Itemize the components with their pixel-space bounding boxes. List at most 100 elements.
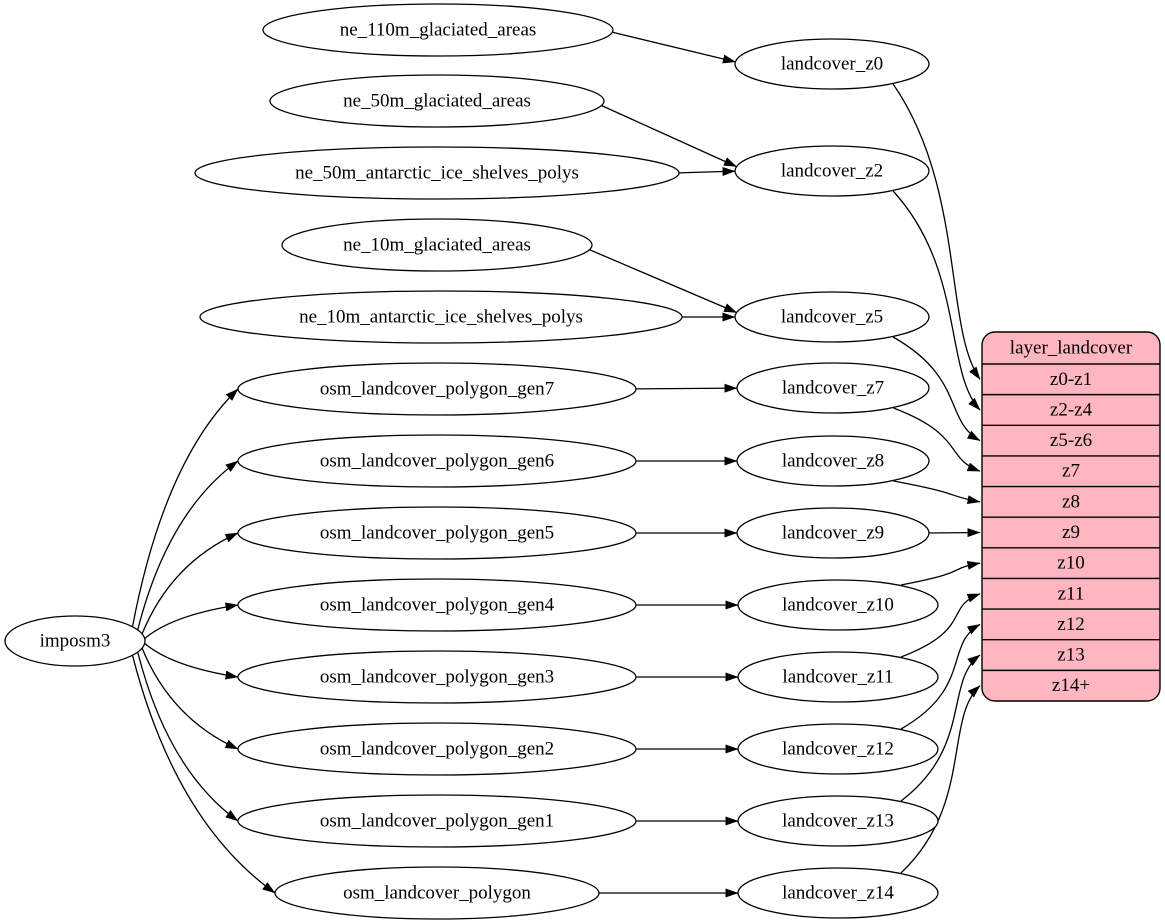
- edge-imposm3-osm_landcover_polygon_gen4: [144, 602, 239, 639]
- landcover_z7-label: landcover_z7: [782, 378, 884, 399]
- landcover_z13-label: landcover_z13: [782, 811, 894, 832]
- ne_110m_glaciated_areas-label: ne_110m_glaciated_areas: [340, 20, 537, 41]
- landcover_z12-label: landcover_z12: [782, 739, 894, 760]
- osm_landcover_polygon_gen4-ellipse: [237, 578, 637, 632]
- ne_10m_antarctic_ice_shelves_polys-label: ne_10m_antarctic_ice_shelves_polys: [299, 307, 583, 328]
- table-row-z14+: z14+: [1052, 675, 1090, 696]
- table-row-z2-z4: z2-z4: [1050, 399, 1093, 420]
- osm_landcover_polygon_gen7-label: osm_landcover_polygon_gen7: [320, 379, 554, 400]
- ne_110m_glaciated_areas-ellipse: [262, 3, 614, 57]
- edge-imposm3-osm_landcover_polygon_gen5: [141, 532, 239, 635]
- table-row-z9: z9: [1062, 522, 1080, 543]
- table-row-z5-z6: z5-z6: [1050, 430, 1092, 451]
- table-row-z12: z12: [1057, 614, 1084, 635]
- landcover_z0-ellipse: [734, 38, 930, 90]
- osm_landcover_polygon_gen5-ellipse: [237, 506, 637, 560]
- landcover_z5-ellipse: [734, 291, 930, 343]
- osm_landcover_polygon_gen3-label: osm_landcover_polygon_gen3: [320, 667, 554, 688]
- osm_landcover_polygon_gen2-ellipse: [237, 722, 637, 776]
- edge-imposm3-osm_landcover_polygon_gen7: [131, 388, 239, 627]
- edge-ne_110m_glaciated_areas-landcover_z0: [612, 31, 736, 64]
- node-osm_landcover_polygon_gen2: osm_landcover_polygon_gen2: [237, 722, 637, 776]
- edge-landcover_z0-z0-z1: [892, 83, 981, 380]
- edge-imposm3-osm_landcover_polygon_gen3: [144, 643, 239, 680]
- table-row-z0-z1: z0-z1: [1050, 369, 1092, 390]
- node-landcover_z8: landcover_z8: [736, 435, 930, 487]
- node-osm_landcover_polygon: osm_landcover_polygon: [274, 866, 600, 920]
- landcover_z10-label: landcover_z10: [782, 595, 894, 616]
- landcover_z14-label: landcover_z14: [782, 883, 894, 904]
- table-row-z11: z11: [1058, 583, 1085, 604]
- imposm3-ellipse: [4, 615, 146, 667]
- node-osm_landcover_polygon_gen7: osm_landcover_polygon_gen7: [237, 362, 637, 416]
- table-header-label: layer_landcover: [1010, 338, 1133, 359]
- edge-landcover_z14-z14+: [900, 685, 981, 874]
- osm_landcover_polygon_gen4-label: osm_landcover_polygon_gen4: [320, 595, 555, 616]
- landcover_z11-ellipse: [737, 651, 939, 703]
- osm_landcover_polygon_gen3-ellipse: [237, 650, 637, 704]
- landcover_z14-ellipse: [737, 867, 939, 919]
- ne_50m_antarctic_ice_shelves_polys-label: ne_50m_antarctic_ice_shelves_polys: [295, 163, 579, 184]
- ne_10m_antarctic_ice_shelves_polys-ellipse: [199, 290, 683, 344]
- osm_landcover_polygon_gen6-label: osm_landcover_polygon_gen6: [320, 451, 554, 472]
- ne_50m_antarctic_ice_shelves_polys-ellipse: [194, 146, 680, 200]
- node-landcover_z2: landcover_z2: [734, 145, 930, 197]
- landcover_z9-label: landcover_z9: [782, 523, 884, 544]
- node-ne_50m_glaciated_areas: ne_50m_glaciated_areas: [269, 74, 605, 128]
- node-landcover_z11: landcover_z11: [737, 651, 939, 703]
- edge-landcover_z12-z12: [900, 623, 981, 730]
- edge-imposm3-osm_landcover_polygon_gen1: [137, 651, 239, 822]
- edge-landcover_z5-z5-z6: [892, 336, 981, 442]
- osm_landcover_polygon-label: osm_landcover_polygon: [343, 883, 531, 904]
- edge-ne_50m_glaciated_areas-landcover_z2: [601, 104, 737, 168]
- ne_10m_glaciated_areas-ellipse: [281, 218, 593, 272]
- node-osm_landcover_polygon_gen6: osm_landcover_polygon_gen6: [237, 434, 637, 488]
- node-landcover_z14: landcover_z14: [737, 867, 939, 919]
- landcover_z10-ellipse: [737, 579, 939, 631]
- landcover_z0-label: landcover_z0: [781, 54, 883, 75]
- ne_10m_glaciated_areas-label: ne_10m_glaciated_areas: [343, 235, 531, 256]
- osm_landcover_polygon_gen7-ellipse: [237, 362, 637, 416]
- node-landcover_z10: landcover_z10: [737, 579, 939, 631]
- edge-landcover_z11-z11: [900, 593, 981, 658]
- edge-landcover_z10-z10: [900, 560, 981, 586]
- edge-ne_10m_glaciated_areas-landcover_z5: [589, 249, 738, 314]
- edge-landcover_z7-z7: [893, 407, 981, 472]
- edge-imposm3-osm_landcover_polygon_gen6: [137, 460, 239, 631]
- landcover_z12-ellipse: [737, 723, 939, 775]
- table-layer_landcover: layer_landcoverz0-z1z2-z4z5-z6z7z8z9z10z…: [981, 331, 1161, 702]
- edge-ne_50m_antarctic_ice_shelves_polys-landcover_z2: [678, 167, 736, 176]
- edge-landcover_z2-z2-z4: [892, 190, 981, 411]
- edge-landcover_z9-z9: [928, 528, 981, 538]
- landcover_z8-label: landcover_z8: [782, 451, 884, 472]
- table-row-z10: z10: [1057, 553, 1084, 574]
- node-ne_10m_glaciated_areas: ne_10m_glaciated_areas: [281, 218, 593, 272]
- edge-imposm3-osm_landcover_polygon: [131, 655, 276, 894]
- node-landcover_z9: landcover_z9: [736, 507, 930, 559]
- node-ne_50m_antarctic_ice_shelves_polys: ne_50m_antarctic_ice_shelves_polys: [194, 146, 680, 200]
- osm_landcover_polygon_gen6-ellipse: [237, 434, 637, 488]
- landcover_z9-ellipse: [736, 507, 930, 559]
- node-osm_landcover_polygon_gen3: osm_landcover_polygon_gen3: [237, 650, 637, 704]
- node-landcover_z5: landcover_z5: [734, 291, 930, 343]
- node-landcover_z0: landcover_z0: [734, 38, 930, 90]
- osm_landcover_polygon_gen2-label: osm_landcover_polygon_gen2: [320, 739, 554, 760]
- edge-osm_landcover_polygon_gen7-landcover_z7: [635, 383, 738, 393]
- landcover_z7-ellipse: [736, 362, 930, 414]
- ne_50m_glaciated_areas-label: ne_50m_glaciated_areas: [343, 91, 531, 112]
- node-osm_landcover_polygon_gen4: osm_landcover_polygon_gen4: [237, 578, 637, 632]
- table-row-z13: z13: [1057, 645, 1084, 666]
- edge-imposm3-osm_landcover_polygon_gen2: [141, 647, 239, 750]
- node-osm_landcover_polygon_gen5: osm_landcover_polygon_gen5: [237, 506, 637, 560]
- node-osm_landcover_polygon_gen1: osm_landcover_polygon_gen1: [237, 794, 637, 848]
- osm_landcover_polygon_gen1-label: osm_landcover_polygon_gen1: [320, 811, 554, 832]
- node-landcover_z13: landcover_z13: [737, 795, 939, 847]
- edge-landcover_z8-z8: [893, 480, 981, 505]
- node-landcover_z7: landcover_z7: [736, 362, 930, 414]
- edge-landcover_z13-z13: [900, 654, 981, 802]
- landcover_z2-label: landcover_z2: [781, 161, 883, 182]
- node-landcover_z12: landcover_z12: [737, 723, 939, 775]
- landcover_z8-ellipse: [736, 435, 930, 487]
